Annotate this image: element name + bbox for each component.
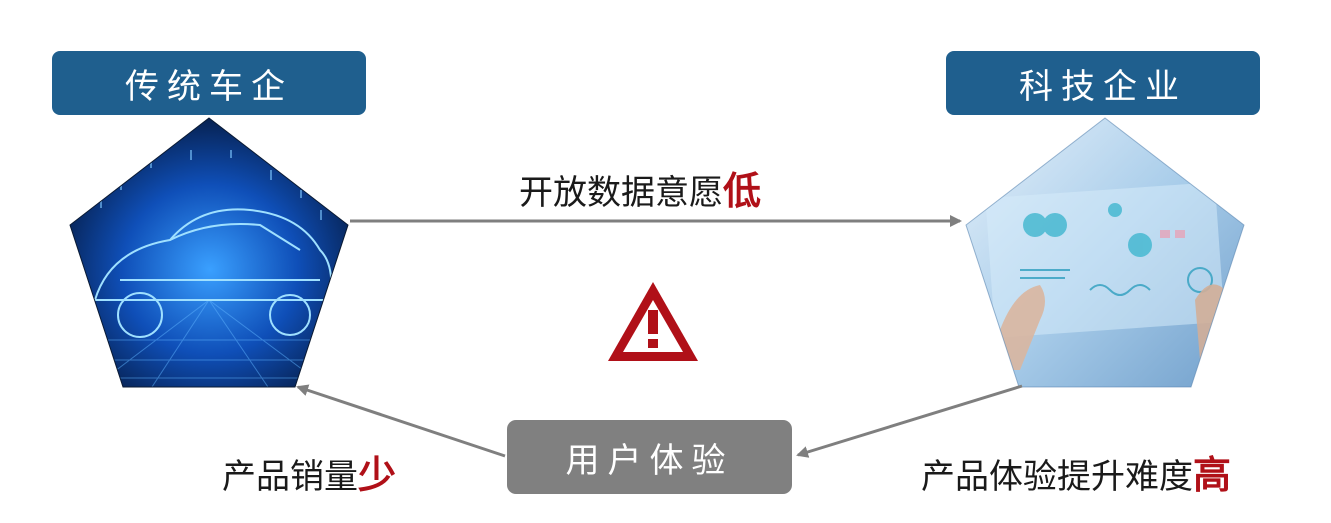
- data-openness-emphasis: 低: [723, 169, 762, 213]
- arrow-bottom-to-left: [296, 384, 506, 458]
- experience-difficulty-text: 产品体验提升难度: [921, 457, 1193, 497]
- experience-difficulty-caption: 产品体验提升难度高: [921, 444, 1231, 499]
- left-pentagon: [69, 117, 349, 388]
- tech-company-text: 科技企业: [1019, 66, 1187, 107]
- right-pentagon: [965, 117, 1245, 388]
- traditional-automaker-label: 传统车企: [52, 51, 366, 115]
- holographic-interface-image: [966, 118, 1244, 387]
- product-sales-caption: 产品销量少: [222, 444, 396, 499]
- traditional-automaker-text: 传统车企: [125, 66, 293, 107]
- experience-difficulty-emphasis: 高: [1193, 453, 1232, 497]
- arrow-right-to-bottom: [796, 384, 1023, 458]
- product-sales-text: 产品销量: [222, 457, 358, 497]
- car-wireframe-image: [70, 118, 348, 387]
- tech-company-label: 科技企业: [946, 51, 1260, 115]
- warning-triangle-icon: [608, 282, 698, 361]
- data-openness-caption: 开放数据意愿低: [519, 160, 761, 215]
- user-experience-label: 用户体验: [507, 420, 792, 494]
- user-experience-text: 用户体验: [565, 440, 734, 481]
- product-sales-emphasis: 少: [358, 453, 397, 497]
- data-openness-text: 开放数据意愿: [519, 173, 723, 213]
